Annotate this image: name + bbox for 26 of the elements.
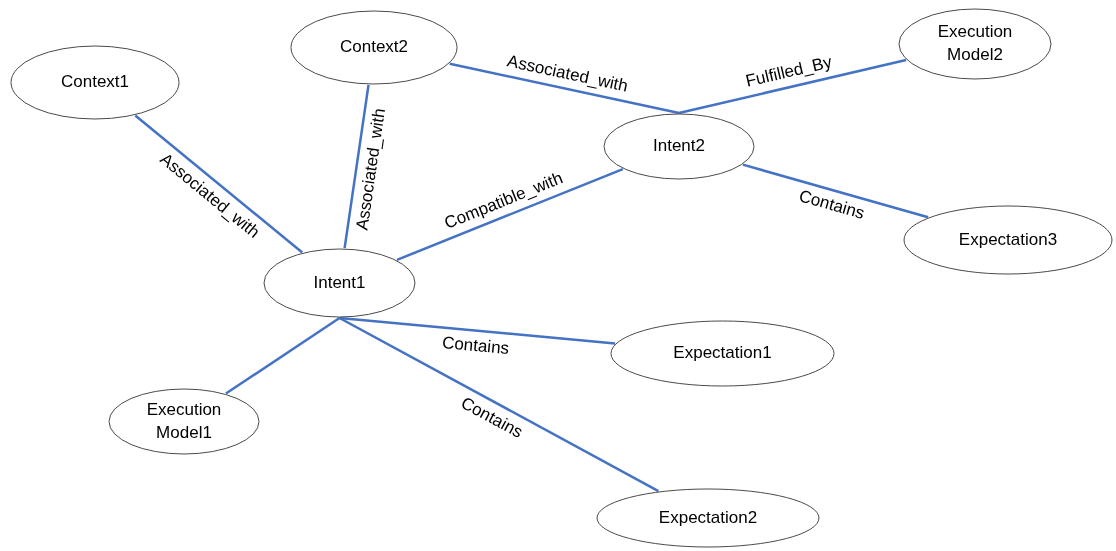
ellipse-node bbox=[108, 388, 260, 455]
node-label: Execution Model2 bbox=[936, 21, 1014, 66]
ellipse-node bbox=[263, 248, 416, 318]
ellipse-node bbox=[290, 10, 458, 85]
ellipse-node bbox=[898, 8, 1052, 80]
node-label: Intent2 bbox=[653, 135, 705, 158]
node-label: Context1 bbox=[60, 71, 129, 94]
ellipse-node bbox=[596, 488, 820, 548]
ellipse-node bbox=[603, 113, 755, 180]
connector-line bbox=[343, 84, 370, 249]
connector-line bbox=[134, 114, 304, 254]
connector-line bbox=[225, 316, 341, 395]
connector-line bbox=[338, 316, 660, 493]
connector-line bbox=[678, 58, 907, 115]
connector-line bbox=[742, 163, 929, 219]
node-label: Expectation2 bbox=[658, 506, 758, 529]
node-label: Context2 bbox=[339, 36, 408, 59]
connector-line bbox=[396, 167, 624, 262]
node-label: Expectation3 bbox=[958, 228, 1058, 251]
node-label: Intent1 bbox=[313, 271, 366, 294]
ellipse-node bbox=[903, 205, 1113, 275]
ellipse-node bbox=[610, 320, 835, 387]
node-label: Execution Model1 bbox=[145, 398, 223, 444]
connector-line bbox=[449, 62, 680, 115]
node-label: Expectation1 bbox=[673, 342, 772, 365]
ellipse-node bbox=[10, 45, 180, 120]
